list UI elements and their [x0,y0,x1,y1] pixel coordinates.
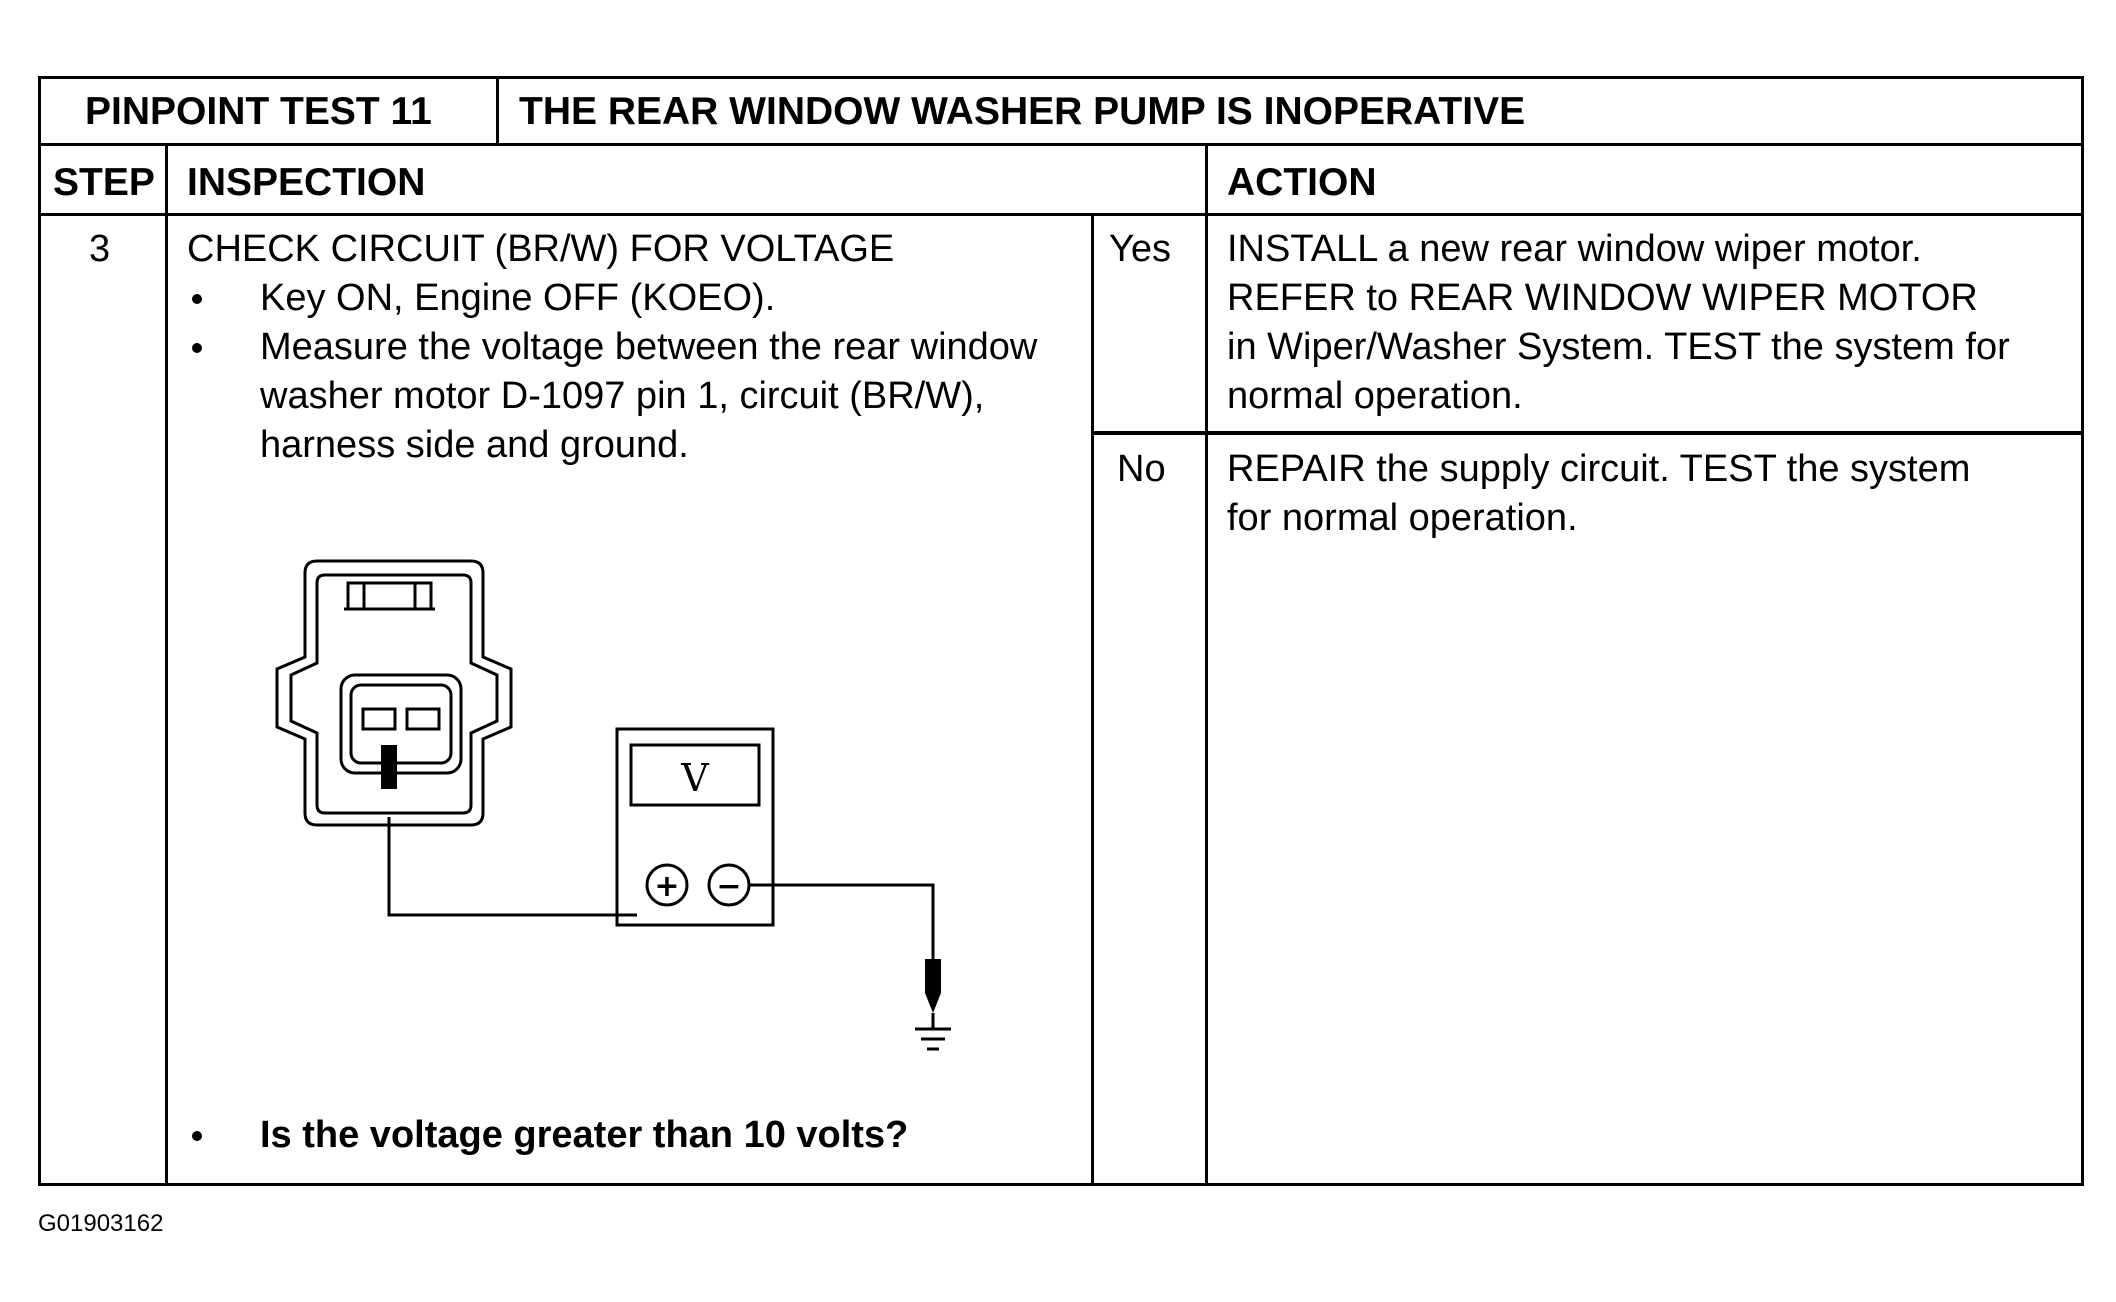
negative-lead [749,883,935,959]
connector-housing-inner [289,573,499,815]
meter-positive-terminal [645,863,689,907]
connector-face [339,673,463,775]
meter-minus-label: − [716,869,741,904]
answer-yes-action-line: REFER to REAR WINDOW WIPER MOTOR [1227,277,1978,319]
action-column-divider [1205,143,1208,1183]
meter-symbol: V [680,756,709,800]
ground-symbol [915,1027,951,1051]
answer-no-action-line: for normal operation. [1227,497,1578,539]
figure-code: G01903162 [38,1210,164,1237]
pinpoint-test-table: PINPOINT TEST 11 THE REAR WINDOW WASHER … [38,76,2084,1186]
voltmeter [615,727,775,927]
voltmeter-connector-diagram: V + − [275,559,951,1051]
test-label: PINPOINT TEST 11 [85,90,432,133]
answer-no-action-line: REPAIR the supply circuit. TEST the syst… [1227,448,1971,490]
connector-housing [275,559,513,827]
column-step: STEP [53,161,155,204]
inspection-title: CHECK CIRCUIT (BR/W) FOR VOLTAGE [187,228,895,270]
positive-lead [387,817,637,917]
connector-latch [344,581,435,611]
bullet-dot [192,1131,202,1141]
answer-yes-action-line: in Wiper/Washer System. TEST the system … [1227,326,2010,368]
step-column-divider [165,143,168,1183]
test-title: THE REAR WINDOW WASHER PUMP IS INOPERATI… [519,90,1526,133]
answer-yes-label: Yes [1109,228,1171,270]
inspection-question: Is the voltage greater than 10 volts? [260,1114,909,1156]
negative-probe [925,959,941,1013]
inspection-bullet-2-cont: washer motor D-1097 pin 1, circuit (BR/W… [260,375,985,417]
answer-column-divider [1091,216,1094,1183]
bullet-dot [192,294,202,304]
inspection-bullet-2-cont: harness side and ground. [260,424,689,466]
column-inspection: INSPECTION [187,161,426,204]
positive-probe [381,745,397,789]
terminal-pin-2 [405,707,441,731]
columns-divider [41,213,2081,216]
inspection-bullet-2: Measure the voltage between the rear win… [260,326,1038,368]
answer-yes-action-line: normal operation. [1227,375,1523,417]
yes-no-divider [1091,431,2081,435]
header-divider [41,143,2081,146]
title-cell-divider [496,79,499,143]
voltmeter-display [629,743,761,807]
bullet-dot [192,343,202,353]
inspection-bullet-1: Key ON, Engine OFF (KOEO). [260,277,776,319]
answer-no-label: No [1117,448,1166,490]
answer-yes-action-line: INSTALL a new rear window wiper motor. [1227,228,1922,270]
step-number: 3 [89,228,111,270]
connector-face-inner [349,683,453,765]
meter-plus-label: + [654,869,679,904]
terminal-pin-1 [361,707,397,731]
column-action: ACTION [1227,161,1377,204]
